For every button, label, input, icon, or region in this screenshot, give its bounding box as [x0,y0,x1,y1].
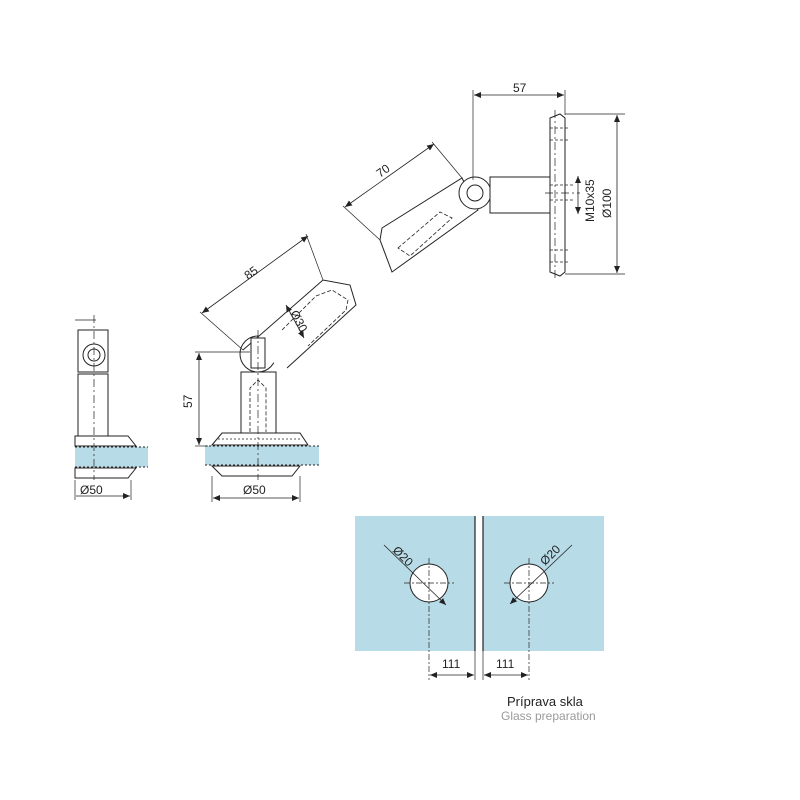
right-body [489,176,551,214]
caption-title: Príprava skla [507,694,583,709]
glass-offset-right-label: 111 [496,657,515,671]
caption-subtitle: Glass preparation [501,709,596,723]
glass-hole-left-dim [383,544,447,606]
right-pivot-outer [458,176,492,210]
glass-hole-right-dim [509,544,573,605]
right-offset-label: 57 [513,81,527,95]
center-glass-plate [205,446,319,465]
left-bottom-disc [74,467,138,479]
right-plate [549,113,566,277]
glass-offset-left-label: 111 [442,657,461,671]
center-height-label: 57 [181,394,195,408]
center-dim-line-arm-dia [285,304,305,339]
left-base-dia-label: Ø50 [80,483,103,497]
right-fitting-view [342,90,625,280]
center-fitting-view [195,233,357,502]
right-arm-length-label: 70 [374,161,393,180]
center-bottom-disc [210,465,302,477]
center-body-column [240,371,277,434]
left-top-disc [74,435,138,447]
left-fitting-view [74,315,148,500]
right-thread-label: M10x35 [583,179,597,222]
right-dim-line-arm [344,143,435,208]
center-arm-length-label: 85 [242,263,261,282]
right-pivot-inner [466,184,484,202]
glass-preparation-view [355,516,604,680]
left-glass-plate [75,447,148,467]
right-plate-dia-label: Ø100 [600,188,614,218]
center-base-dia-label: Ø50 [243,483,266,497]
center-dim-line-arm [201,235,309,314]
left-body-column [77,373,109,437]
